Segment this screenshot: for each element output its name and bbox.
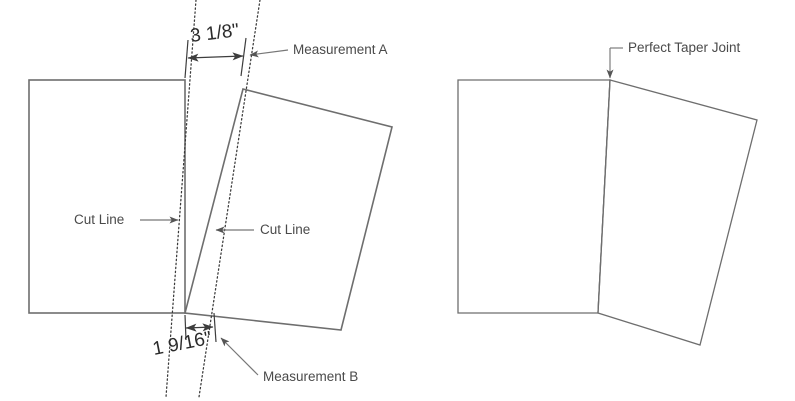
right-tilted-board: [597, 79, 758, 346]
dimension-b-value: 1 9/16": [151, 328, 213, 360]
dimension-b-tick-left: [184, 314, 187, 341]
cut-line-left-dotted: [165, 0, 197, 398]
dimension-a-value: 3 1/8": [189, 20, 240, 47]
right-panel-group: Perfect Taper Joint: [457, 40, 758, 346]
right-straight-board: [457, 79, 611, 314]
left-straight-board: [28, 79, 186, 314]
left-tilted-board: [183, 88, 393, 331]
dimension-b-arrow: [185, 323, 214, 332]
taper-joint-edge: [597, 79, 611, 314]
dimension-a-tick-right: [240, 37, 247, 77]
cut-line-label-right: Cut Line: [260, 222, 310, 237]
cut-line-label-left: Cut Line: [74, 212, 124, 227]
left-panel-group: 3 1/8" Measurement A 1 9/16" Measurement…: [28, 0, 393, 398]
measurement-a-leader: [249, 49, 289, 58]
cut-line-right-dotted: [198, 0, 261, 398]
measurement-a-label: Measurement A: [293, 42, 388, 57]
dimension-a-tick-left: [184, 39, 189, 79]
dimension-b-tick-right: [213, 312, 217, 343]
dimension-a-arrow: [187, 52, 244, 62]
taper-joint-label: Perfect Taper Joint: [628, 40, 741, 55]
measurement-b-label: Measurement B: [263, 369, 358, 384]
measurement-b-leader: [220, 337, 259, 376]
